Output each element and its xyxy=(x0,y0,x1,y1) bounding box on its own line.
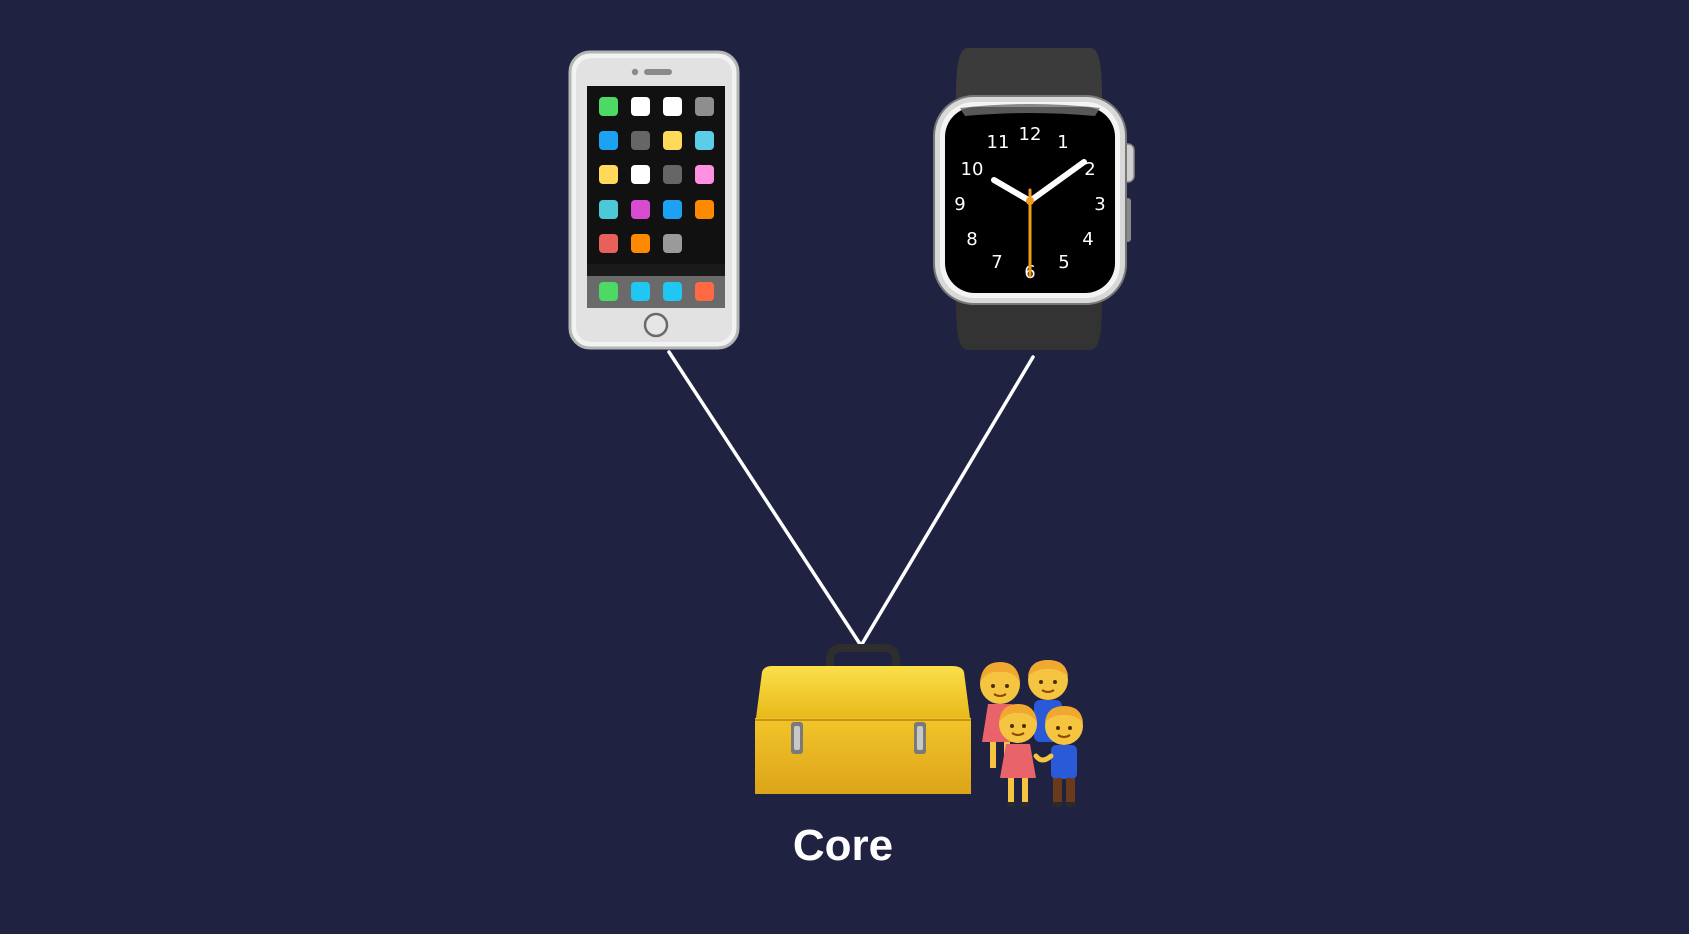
mobile-phone-icon xyxy=(568,50,740,350)
toolbox-icon xyxy=(752,640,974,796)
svg-text:10: 10 xyxy=(961,159,984,180)
svg-text:7: 7 xyxy=(991,252,1002,273)
edge-watch-to-core xyxy=(860,355,1035,646)
svg-text:5: 5 xyxy=(1058,252,1069,273)
core-label: Core xyxy=(792,821,894,870)
edge-phone-to-core xyxy=(667,350,862,646)
svg-text:4: 4 xyxy=(1082,229,1093,250)
svg-text:9: 9 xyxy=(954,194,965,215)
svg-text:3: 3 xyxy=(1094,194,1105,215)
family-icon xyxy=(972,660,1092,810)
svg-text:2: 2 xyxy=(1084,159,1095,180)
watch-icon: 12 1 2 3 4 5 6 7 8 9 10 11 xyxy=(930,48,1140,352)
svg-text:12: 12 xyxy=(1019,124,1042,145)
svg-text:1: 1 xyxy=(1057,132,1068,153)
svg-text:8: 8 xyxy=(966,229,977,250)
svg-text:11: 11 xyxy=(987,132,1010,153)
